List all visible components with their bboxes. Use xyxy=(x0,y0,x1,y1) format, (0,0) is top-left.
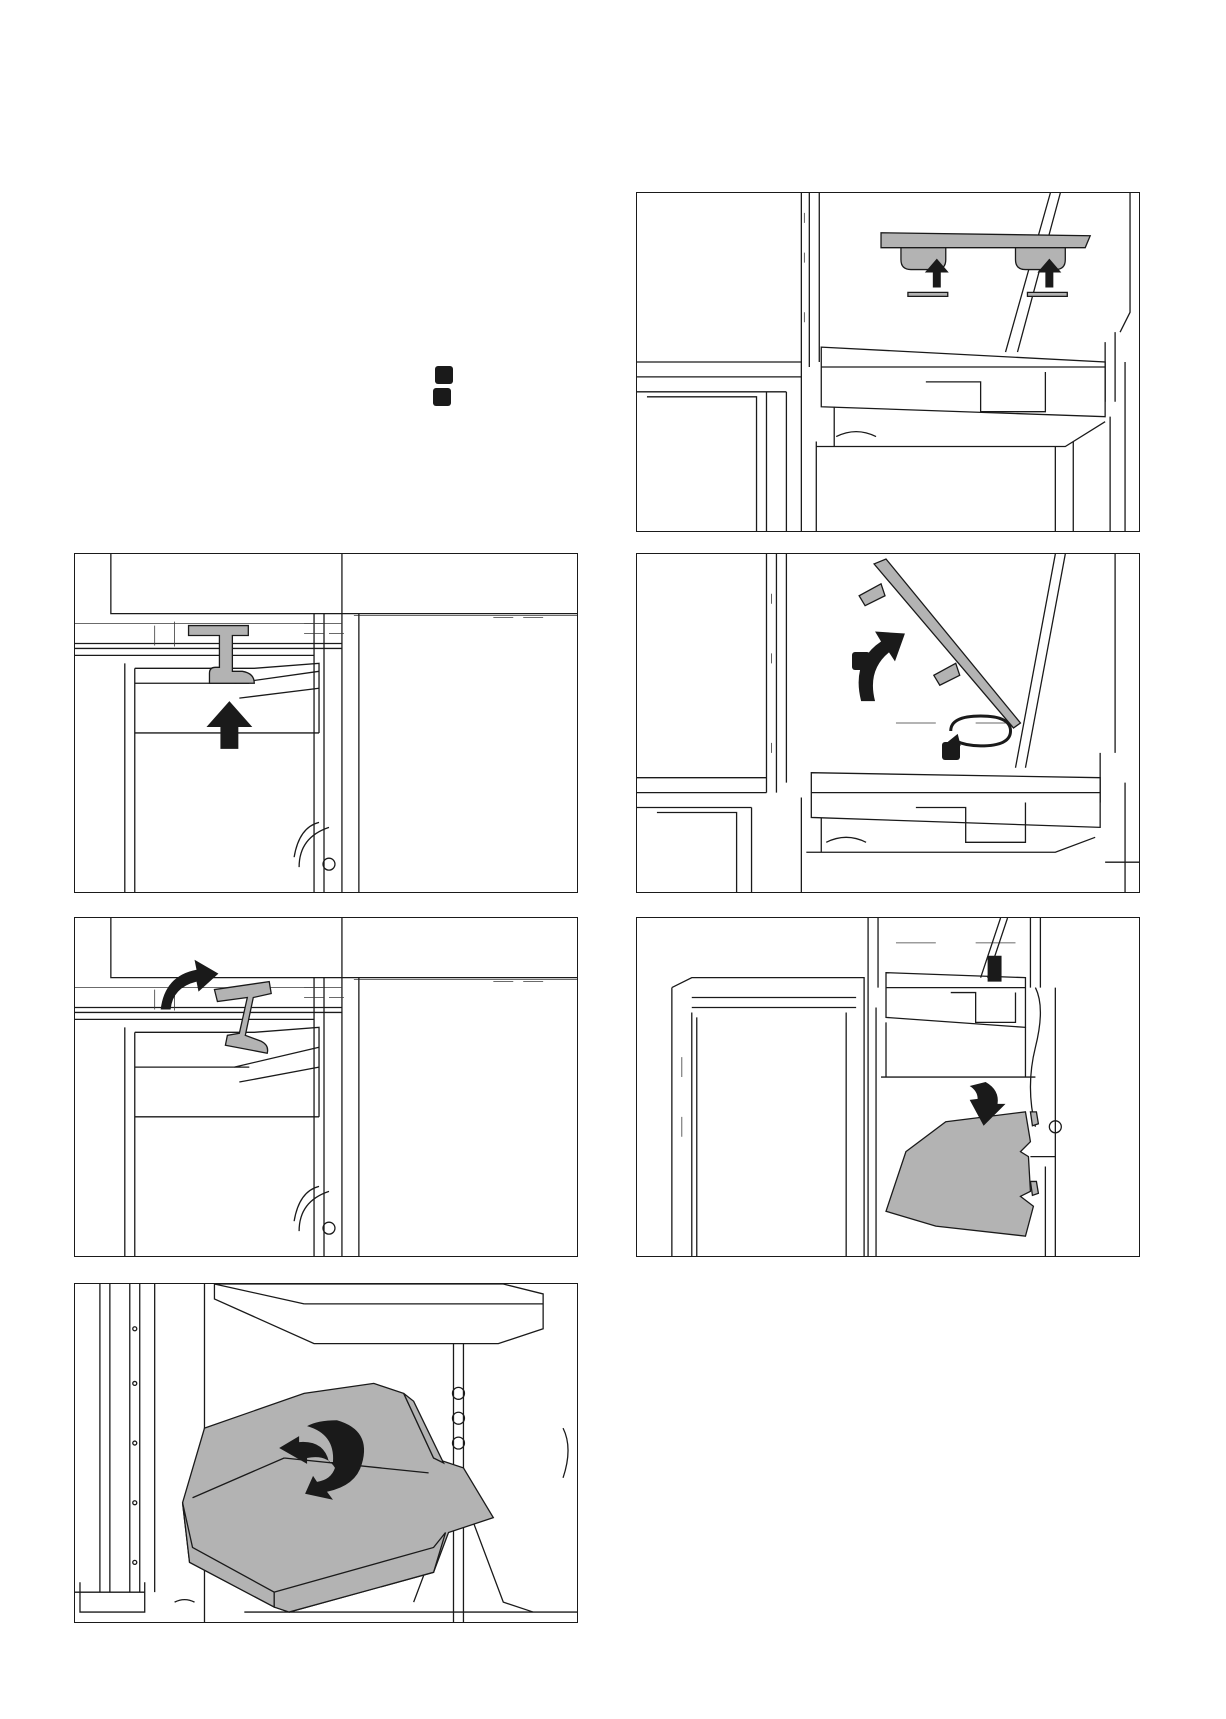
legend-marker-1 xyxy=(435,366,453,384)
shelf-remove-down-illustration xyxy=(637,918,1139,1256)
illustration-panel-clip-lift xyxy=(74,553,578,893)
step-marker-tilt xyxy=(852,652,870,670)
step-marker-rotate xyxy=(942,742,960,760)
clip-lift-up-illustration xyxy=(75,554,577,892)
clip-swing-out-illustration xyxy=(75,918,577,1256)
illustration-panel-shelf-remove xyxy=(636,917,1140,1257)
illustration-panel-clip-swing xyxy=(74,917,578,1257)
shelf-tilt-rotate-illustration xyxy=(637,554,1139,892)
illustration-panel-shelf-lift xyxy=(636,192,1140,532)
legend-marker-2 xyxy=(433,388,451,406)
illustration-panel-shelf-tilt xyxy=(636,553,1140,893)
illustration-panel-shelf-turn xyxy=(74,1283,578,1623)
shelf-lift-up-illustration xyxy=(637,193,1139,531)
shelf-turn-over-illustration xyxy=(75,1284,577,1622)
